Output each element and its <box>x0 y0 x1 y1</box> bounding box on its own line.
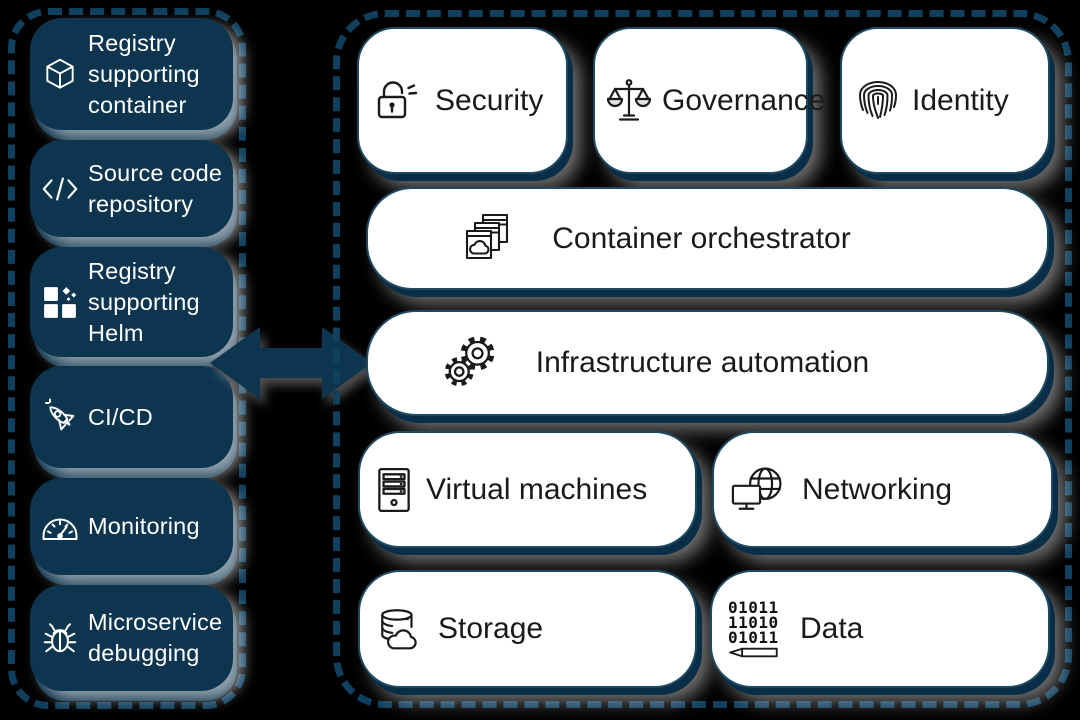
node-label: Registry supporting container <box>88 29 200 118</box>
node-ci-cd: CI/CD <box>30 366 233 468</box>
node-monitoring: Monitoring <box>30 478 233 575</box>
open-lock-icon <box>375 80 421 122</box>
node-data: 01011 11010 01011 Data <box>710 570 1050 688</box>
globe-monitor-icon <box>730 466 788 514</box>
helm-registry-icon <box>40 284 80 320</box>
bidirectional-arrow <box>210 327 372 399</box>
node-security: Security <box>357 27 568 174</box>
code-brackets-icon <box>40 175 80 203</box>
node-registry-supporting-container: Registry supporting container <box>30 18 233 130</box>
node-infrastructure-automation: Infrastructure automation <box>366 310 1049 416</box>
database-cloud-icon <box>376 607 424 651</box>
node-label: Registry supporting Helm <box>88 257 200 346</box>
node-label: Security <box>435 83 544 117</box>
node-label: Monitoring <box>88 513 200 539</box>
node-label: Infrastructure automation <box>535 346 870 379</box>
node-registry-supporting-helm: Registry supporting Helm <box>30 247 233 357</box>
bug-icon <box>40 619 80 657</box>
node-microservice-debugging: Microservice debugging <box>30 585 233 691</box>
node-virtual-machines: Virtual machines <box>358 431 697 548</box>
node-label: Governance <box>662 83 826 117</box>
node-storage: Storage <box>358 570 697 688</box>
platform-group-panel <box>333 10 1072 708</box>
fingerprint-icon <box>858 79 898 123</box>
node-label: Data <box>800 612 864 645</box>
node-source-code-repository: Source code repository <box>30 140 233 237</box>
node-label: Virtual machines <box>426 472 648 506</box>
node-label: Identity <box>912 83 1009 117</box>
node-label: Source code repository <box>88 159 223 217</box>
node-container-orchestrator: Container orchestrator <box>366 187 1049 290</box>
node-governance: Governance <box>593 27 825 174</box>
node-label: Networking <box>802 472 953 506</box>
scales-icon <box>607 78 651 124</box>
node-label: CI/CD <box>88 403 153 430</box>
node-label: Microservice debugging <box>88 609 223 666</box>
server-tower-icon <box>376 467 412 513</box>
rocket-icon <box>40 397 80 437</box>
binary-pencil-icon: 01011 11010 01011 <box>728 600 780 658</box>
node-label: Container orchestrator <box>552 221 851 255</box>
container-cube-icon <box>40 55 80 93</box>
node-networking: Networking <box>712 431 1053 548</box>
pencil-icon <box>729 647 778 658</box>
node-label: Storage <box>438 612 544 645</box>
gauge-icon <box>40 511 80 543</box>
binary-line: 11010 <box>728 613 779 632</box>
binary-line: 01011 <box>728 628 779 647</box>
gears-icon <box>442 335 498 391</box>
node-identity: Identity <box>840 27 1050 174</box>
stacked-windows-cloud-icon <box>460 213 514 265</box>
binary-line: 01011 <box>728 598 779 617</box>
